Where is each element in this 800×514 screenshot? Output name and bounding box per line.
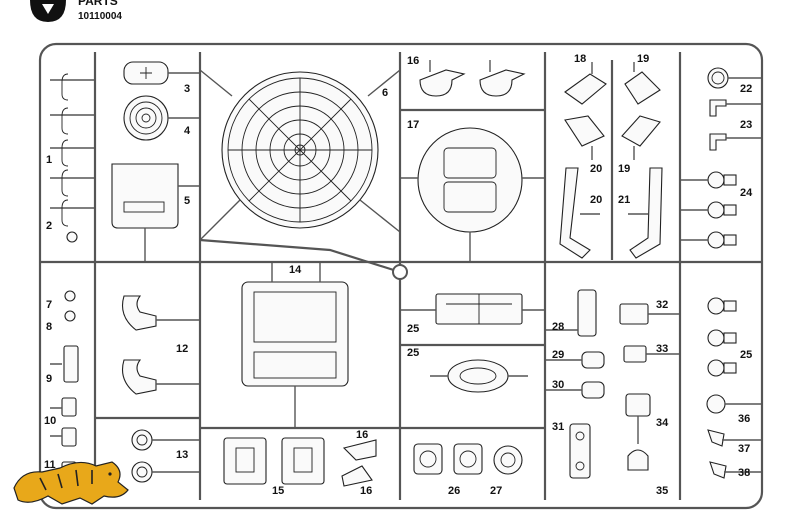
part-17-brackets — [419, 60, 526, 97]
part-33-link — [569, 423, 591, 479]
part-9-10-11-blocks — [50, 345, 79, 477]
label-part-23: 22 — [740, 83, 752, 95]
part-1-clips — [50, 73, 95, 227]
label-part-30: 28 — [552, 321, 564, 333]
label-part-5: 5 — [184, 195, 190, 207]
part-21-22-arms — [559, 167, 663, 259]
label-part-21: 20 — [590, 194, 602, 206]
label-part-25-top: 24 — [740, 187, 753, 199]
part-13-rings — [131, 429, 200, 483]
label-part-38: 36 — [738, 413, 750, 425]
label-part-1: 1 — [46, 154, 52, 166]
label-part-33: 31 — [552, 421, 564, 433]
label-part-37: 35 — [656, 485, 668, 497]
label-part-29: 27 — [490, 485, 502, 497]
part-15-mounts — [223, 437, 325, 485]
label-part-16-top: 16 — [356, 429, 368, 441]
label-part-32: 30 — [552, 379, 564, 391]
part-27-cover — [430, 359, 528, 393]
label-part-28: 26 — [448, 485, 460, 497]
label-part-18: 17 — [407, 119, 419, 131]
label-part-27: 25 — [407, 347, 419, 359]
label-part-17: 16 — [407, 55, 419, 67]
part-31-32-caps — [545, 351, 605, 399]
label-part-24: 23 — [740, 119, 752, 131]
label-part-16-bottom: 16 — [360, 485, 372, 497]
label-part-12: 12 — [176, 343, 188, 355]
part-5-panel — [111, 163, 200, 262]
brand-line: PARTS — [78, 0, 118, 8]
label-part-7: 7 — [46, 299, 52, 311]
label-part-15: 15 — [272, 485, 284, 497]
label-part-36: 34 — [656, 417, 669, 429]
label-part-9: 9 — [46, 373, 52, 385]
label-part-35: 33 — [656, 343, 668, 355]
label-part-25-bottom: 25 — [740, 349, 752, 361]
part-4-fan — [123, 95, 200, 141]
label-part-10: 10 — [44, 415, 56, 427]
part-25-knobs-top — [680, 171, 737, 249]
label-part-13: 13 — [176, 449, 188, 461]
part-26-frame — [400, 293, 545, 325]
part-24-pins — [709, 99, 762, 151]
label-part-19-mid: 19 — [618, 163, 630, 175]
label-part-19-top: 18 — [574, 53, 586, 65]
tiger-mascot-icon — [13, 461, 129, 505]
part-3-plate — [123, 61, 200, 85]
label-part-20-mid: 20 — [590, 163, 602, 175]
label-part-39: 37 — [738, 443, 750, 455]
label-part-40: 38 — [738, 467, 750, 479]
label-part-34: 32 — [656, 299, 668, 311]
part-38-40-fittings — [706, 394, 762, 479]
label-part-6: 6 — [382, 87, 388, 99]
brand-logo-icon — [30, 0, 66, 22]
sprue-frame — [38, 42, 764, 510]
part-34-37-fittings — [619, 303, 680, 471]
part-12-loops — [121, 295, 200, 395]
label-part-4: 4 — [184, 125, 191, 137]
part-6-grille — [199, 69, 401, 241]
part-18-hatch — [400, 127, 545, 262]
part-28-29-lights — [413, 443, 523, 475]
part-25-knobs-bottom — [707, 297, 737, 377]
part-14-hull — [241, 262, 349, 428]
label-part-22: 21 — [618, 194, 630, 206]
part-23-ring — [707, 67, 762, 89]
label-part-31: 29 — [552, 349, 564, 361]
label-part-14: 14 — [289, 264, 302, 276]
part-2-washer — [66, 231, 78, 243]
part-number: 10110004 — [78, 11, 122, 22]
part-7-8-small — [64, 290, 76, 322]
label-part-3: 3 — [184, 83, 190, 95]
label-part-2: 2 — [46, 220, 52, 232]
part-30-block — [545, 289, 597, 337]
part-19-20-hinges — [564, 62, 661, 160]
label-part-8: 8 — [46, 321, 52, 333]
part-16-brackets — [341, 439, 377, 487]
label-part-11: 11 — [44, 459, 56, 471]
label-part-20-top: 19 — [637, 53, 649, 65]
label-part-26: 25 — [407, 323, 419, 335]
